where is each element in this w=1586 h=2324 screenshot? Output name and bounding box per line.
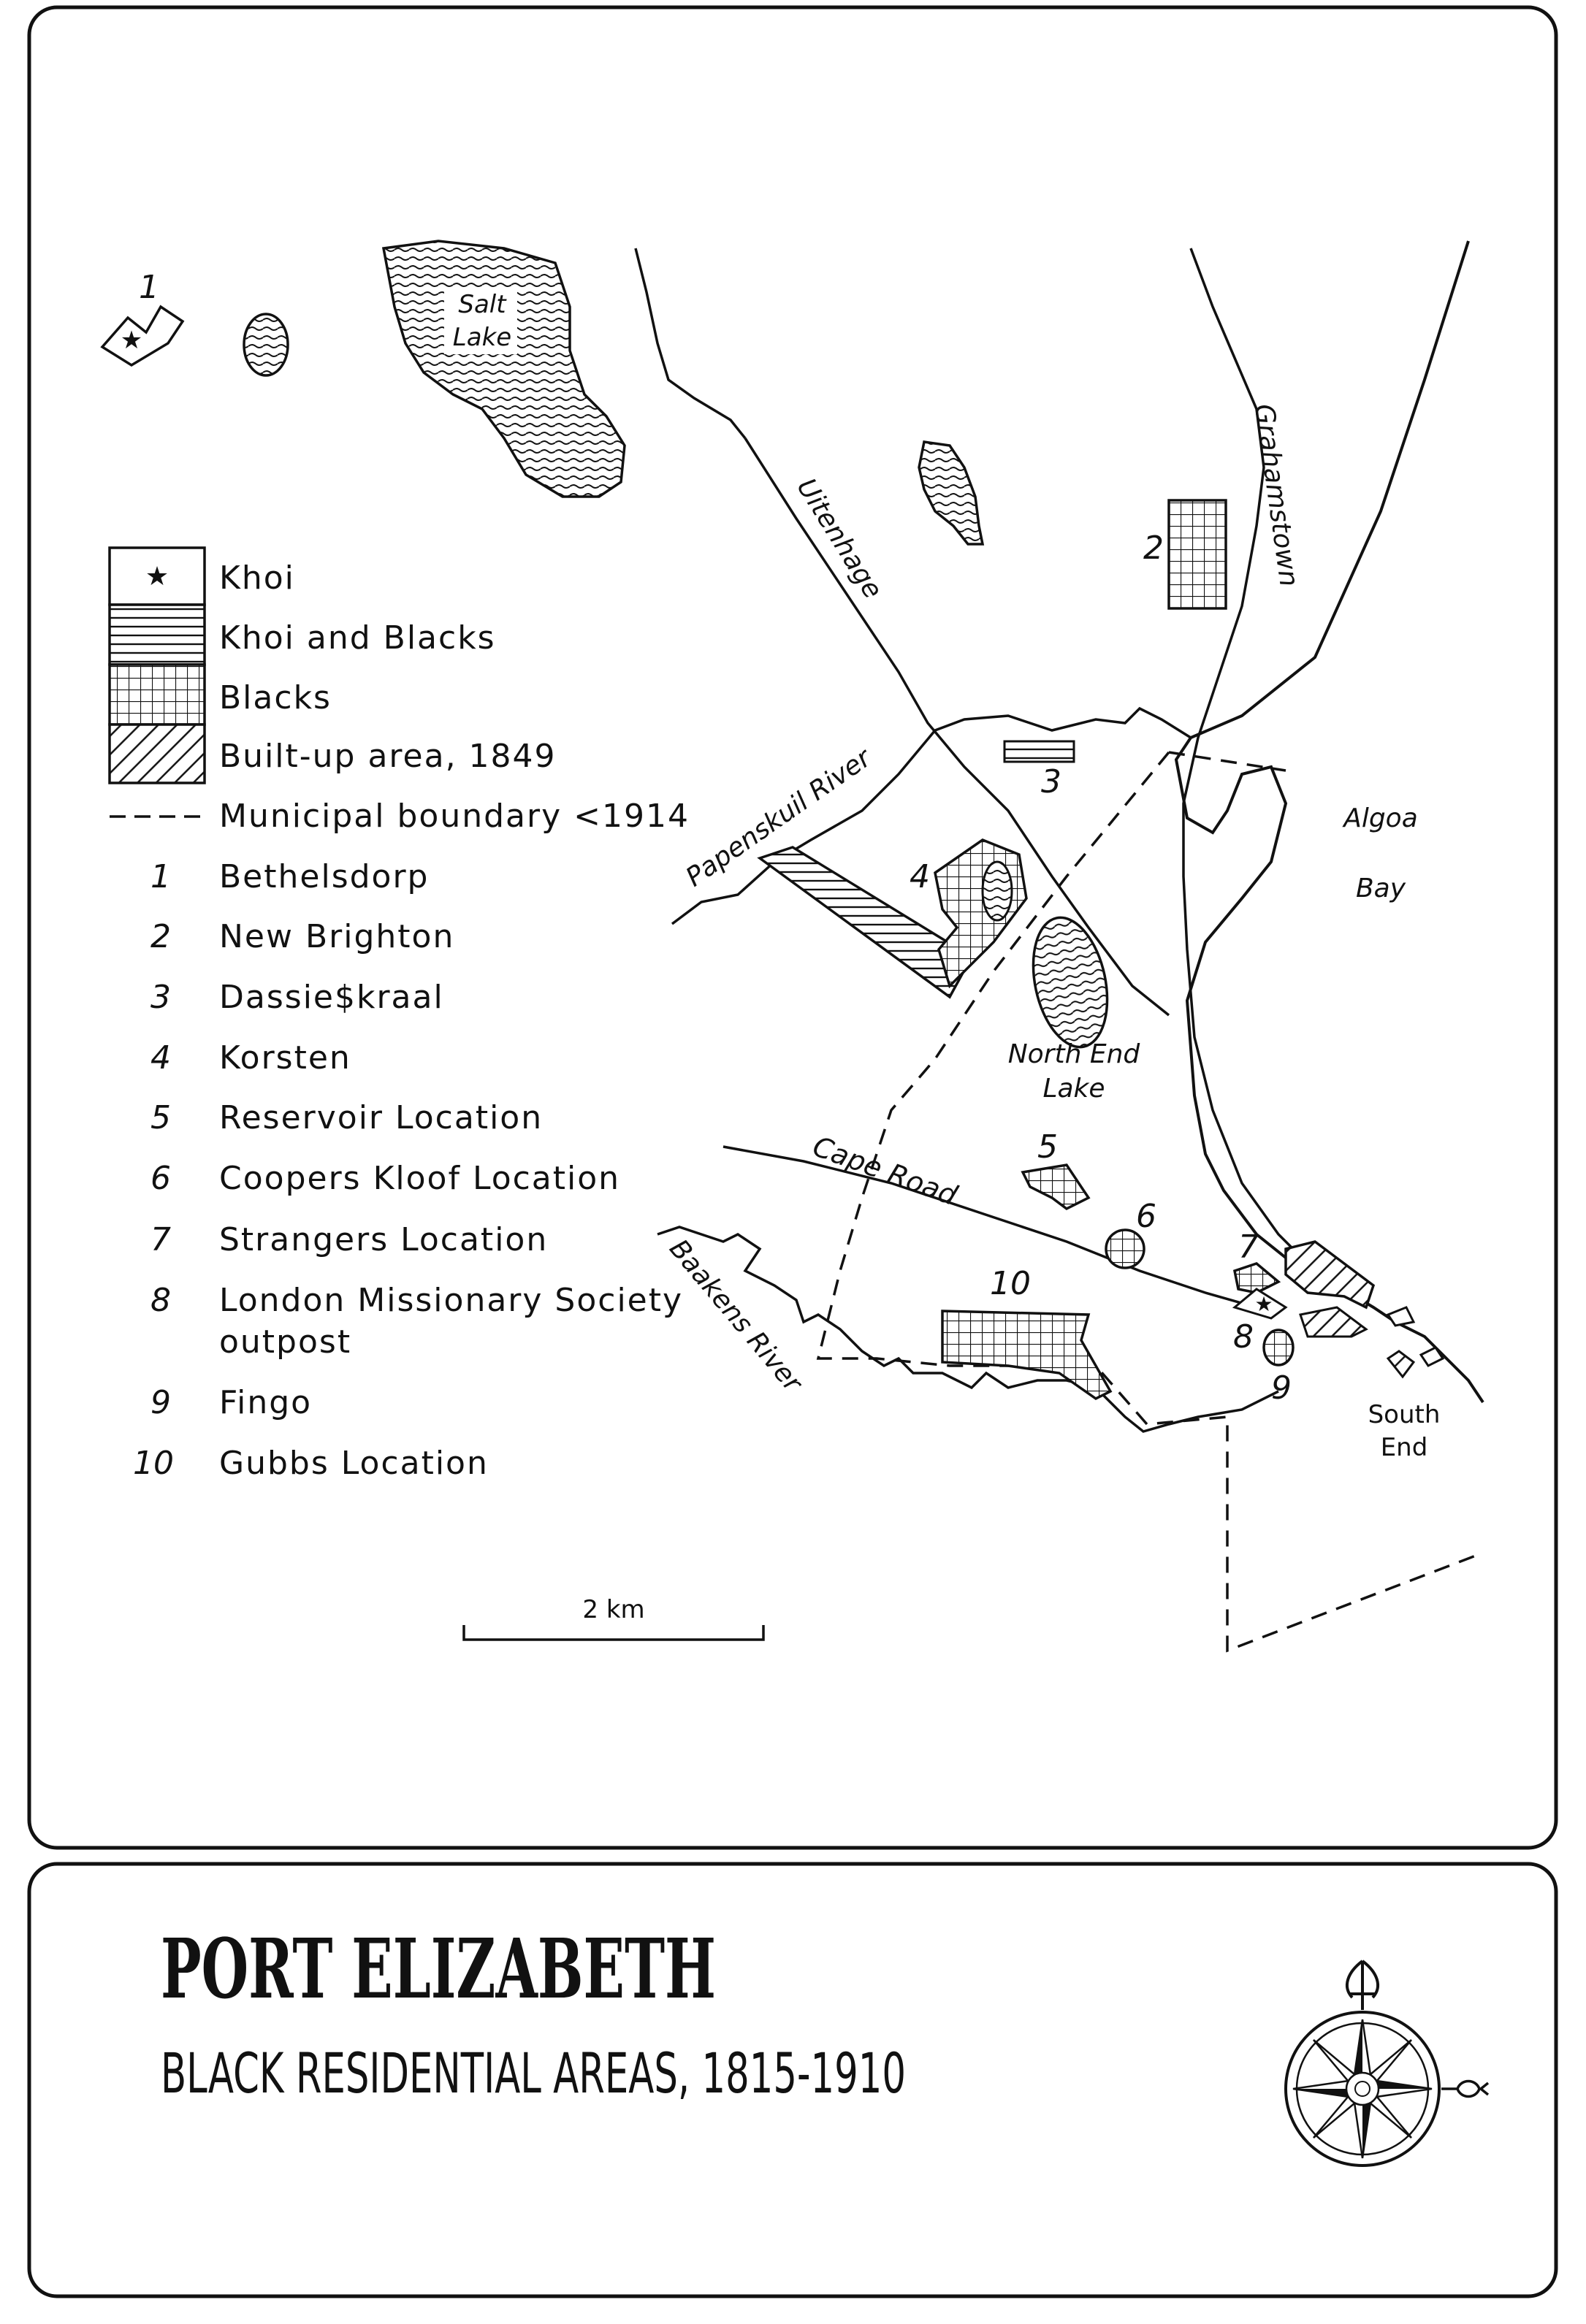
area-label-2: 2 <box>1143 530 1164 567</box>
legend: ★ Khoi Khoi and Blacks Blacks Built-up a… <box>108 546 690 1482</box>
title-panel <box>27 1862 1558 2298</box>
coastline <box>1174 240 1484 1404</box>
baakens-river-label: Baakens River <box>663 1234 809 1399</box>
legend-num-1: 1 <box>150 858 171 895</box>
uitenhage-road <box>744 437 1170 1017</box>
grahamstown-label: Grahamstown <box>1248 402 1304 589</box>
area-label-9: 9 <box>1271 1369 1292 1407</box>
legend-num-10: 10 <box>133 1445 174 1482</box>
area-label-1: 1 <box>139 269 159 306</box>
legend-num-3: 3 <box>150 979 171 1016</box>
papenskuil-river <box>671 706 1192 925</box>
salt-lake-label-line1: Salt <box>458 290 507 319</box>
builtup-area <box>1284 1240 1445 1379</box>
legend-num-5: 5 <box>150 1099 171 1136</box>
south-end-label-line1: South <box>1368 1400 1441 1429</box>
legend-place-7: Strangers Location <box>219 1221 548 1258</box>
cape-road <box>723 1145 1257 1309</box>
small-lake-center <box>918 440 985 546</box>
legend-label-khoi-blacks: Khoi and Blacks <box>219 619 496 657</box>
area-label-4: 4 <box>910 858 930 895</box>
legend-place-9: Fingo <box>219 1384 312 1421</box>
area-label-8: 8 <box>1233 1318 1254 1356</box>
area-label-6: 6 <box>1136 1198 1156 1235</box>
area-label-10: 10 <box>990 1265 1031 1302</box>
legend-place-2: New Brighton <box>219 918 454 955</box>
lms-outpost-area <box>1262 1329 1295 1367</box>
dassieskraal-area <box>1003 740 1075 763</box>
coopers-kloof-area <box>1105 1228 1145 1269</box>
map-subtitle: BLACK RESIDENTIAL AREAS, 1815-1910 <box>161 2041 906 2106</box>
small-lake-west <box>243 313 289 377</box>
reservoir-location-area <box>1021 1163 1091 1211</box>
korsten-area <box>757 838 1028 999</box>
salt-lake-label-line2: Lake <box>453 323 511 352</box>
bethelsdorp-area: ★ <box>100 305 185 367</box>
legend-swatch-blacks <box>108 663 206 726</box>
legend-swatch-builtup <box>108 723 206 784</box>
scale-bar: 2 km <box>462 1595 765 1641</box>
compass-rose-icon <box>1284 1960 1490 2167</box>
legend-place-5: Reservoir Location <box>219 1099 543 1136</box>
legend-num-6: 6 <box>150 1160 171 1197</box>
new-brighton-area <box>1167 499 1227 610</box>
salt-lake <box>381 240 626 498</box>
stream <box>634 248 747 440</box>
star-icon: ★ <box>1254 1292 1273 1316</box>
legend-label-blacks: Blacks <box>219 679 332 716</box>
north-end-lake-label-line2: Lake <box>1042 1074 1105 1104</box>
star-icon: ★ <box>121 326 142 355</box>
scale-label: 2 km <box>582 1595 644 1624</box>
legend-num-9: 9 <box>150 1384 171 1421</box>
municipal-boundary <box>816 751 1476 1653</box>
legend-place-3: Dassie$kraal <box>219 979 444 1016</box>
legend-label-khoi: Khoi <box>219 559 295 597</box>
legend-swatch-khoi-blacks <box>108 603 206 666</box>
legend-place-8-line2: outpost <box>219 1323 351 1361</box>
legend-swatch-khoi <box>108 546 206 606</box>
baakens-river <box>657 1226 1279 1433</box>
cape-road-label: Cape Road <box>809 1130 962 1212</box>
legend-num-8: 8 <box>150 1282 171 1319</box>
algoa-bay-label-line1: Algoa <box>1342 803 1418 833</box>
south-end-label-line2: End <box>1381 1433 1428 1462</box>
map-title: PORT ELIZABETH <box>161 1922 716 2017</box>
legend-place-1: Bethelsdorp <box>219 858 429 895</box>
salt-lake-label: Salt Lake <box>444 288 517 354</box>
north-end-lake <box>1032 916 1109 1049</box>
legend-num-7: 7 <box>150 1221 171 1258</box>
gubbs-location-area <box>941 1310 1113 1401</box>
legend-place-8: London Missionary Society <box>219 1282 683 1319</box>
strangers-location-area: ★ <box>1232 1262 1288 1320</box>
legend-place-4: Korsten <box>219 1039 351 1077</box>
north-end-lake-label-line1: North End <box>1008 1039 1141 1069</box>
legend-place-6: Coopers Kloof Location <box>219 1160 620 1197</box>
legend-place-10: Gubbs Location <box>219 1445 489 1482</box>
map-panel <box>27 5 1558 1850</box>
grahamstown-road <box>1182 248 1309 1265</box>
legend-num-2: 2 <box>150 918 171 955</box>
algoa-bay-label-line2: Bay <box>1356 874 1406 903</box>
legend-num-4: 4 <box>150 1039 171 1077</box>
area-label-5: 5 <box>1037 1128 1058 1166</box>
legend-label-builtup: Built-up area, 1849 <box>219 738 557 775</box>
legend-label-boundary: Municipal boundary <1914 <box>219 798 690 835</box>
star-icon: ★ <box>145 562 169 592</box>
area-label-3: 3 <box>1041 763 1061 800</box>
area-label-7: 7 <box>1238 1228 1259 1266</box>
